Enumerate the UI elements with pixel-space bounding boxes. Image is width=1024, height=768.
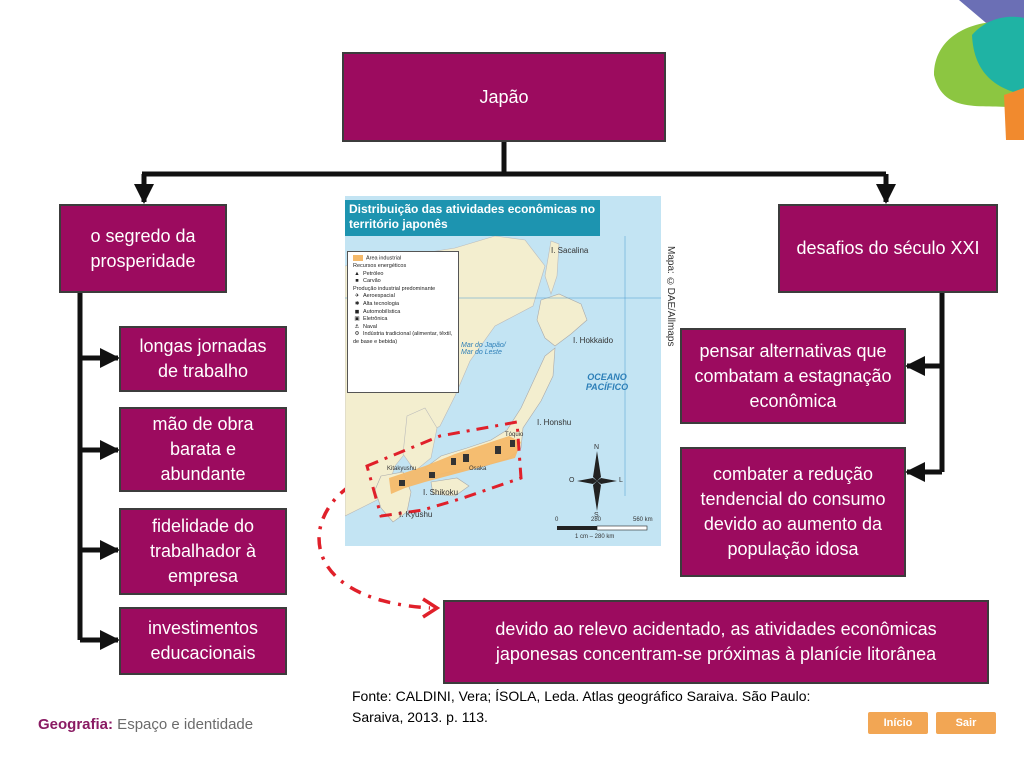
label-osaka: Osaka [469,466,487,472]
home-button[interactable]: Início [868,712,928,734]
legend-coal: Carvão [363,278,381,285]
naval-icon: ⚓ [354,323,360,330]
compass-rose-icon [577,451,617,511]
label-shikoku: I. Shikoku [423,488,459,497]
corner-decoration [934,0,1024,140]
oil-icon: ▲ [354,270,360,277]
node-desafios-seculo-xxi: desafios do século XXI [778,204,998,293]
label-tokyo: Tóquio [505,432,524,438]
label-kyushu: I. Kyushu [399,510,433,519]
legend-automobile: Automobilística [363,308,401,315]
node-combater-reducao: combater a redução tendencial do consumo… [680,447,906,577]
compass-o: O [569,477,575,484]
red-dashed-arrow [317,484,431,610]
legend-aerospace: Aeroespacial [363,293,395,300]
legend-industrial-area: Área industrial [366,255,402,262]
compass-s: S [594,512,599,519]
node-fidelidade: fidelidade do trabalhador à empresa [119,508,287,595]
compass-l: L [619,477,623,484]
label-sakhalin: I. Sacalina [551,246,589,255]
footer-subject: Geografia: [38,716,114,733]
map-credit: Mapa: ©DAE/Allmaps [665,246,676,347]
legend-naval: Naval [363,323,378,330]
node-mao-de-obra: mão de obra barata e abundante [119,407,287,492]
label-hokkaido: I. Hokkaido [573,336,614,345]
map-legend: Área industrial Recursos energéticos ▲Pe… [347,251,459,393]
legend-electronics: Eletrônica [363,316,388,323]
footer-title: Geografia: Espaço e identidade [38,716,253,733]
node-pensar-alternativas: pensar alternativas que combatam a estag… [680,328,906,424]
node-relevo-acidentado: devido ao relevo acidentado, as atividad… [443,600,989,684]
node-japao: Japão [342,52,666,142]
node-investimentos: investimentos educacionais [119,607,287,675]
legend-energy-header: Recursos energéticos [353,263,407,270]
label-honshu: I. Honshu [537,418,572,427]
scale-tick-0: 0 [555,517,559,523]
scale-ratio: 1 cm – 280 km [575,534,615,540]
scale-tick-560: 560 km [633,517,653,523]
map-title: Distribuição das atividades econômicas n… [345,200,600,236]
label-sea: Mar do Japão/ Mar do Leste [461,342,506,356]
legend-industry-header: Produção industrial predominante [353,285,436,292]
traditional-industry-icon: ⚙ [354,331,360,338]
coal-icon: ■ [355,278,359,285]
label-pacific-ocean: OCEANO PACÍFICO [585,372,629,392]
node-segredo-prosperidade: o segredo da prosperidade [59,204,227,293]
legend-high-tech: Alta tecnologia [363,301,400,308]
scale-tick-280: 280 [591,517,602,523]
legend-oil: Petróleo [363,270,384,277]
node-longas-jornadas: longas jornadas de trabalho [119,326,287,392]
electronics-icon: ▣ [354,316,360,323]
japan-map: Distribuição das atividades econômicas n… [345,196,661,546]
exit-button[interactable]: Sair [936,712,996,734]
label-kitakyushu: Kitakyushu [387,466,417,472]
footer-book: Espaço e identidade [113,716,254,733]
automobile-icon: ◼ [354,308,360,315]
high-tech-icon: ✱ [354,301,360,308]
aerospace-icon: ✈ [354,293,360,300]
legend-traditional-industry: Indústria tradicional (alimentar, têxtil… [353,331,453,345]
source-citation: Fonte: CALDINI, Vera; ÍSOLA, Leda. Atlas… [352,688,811,725]
compass-n: N [594,444,600,451]
